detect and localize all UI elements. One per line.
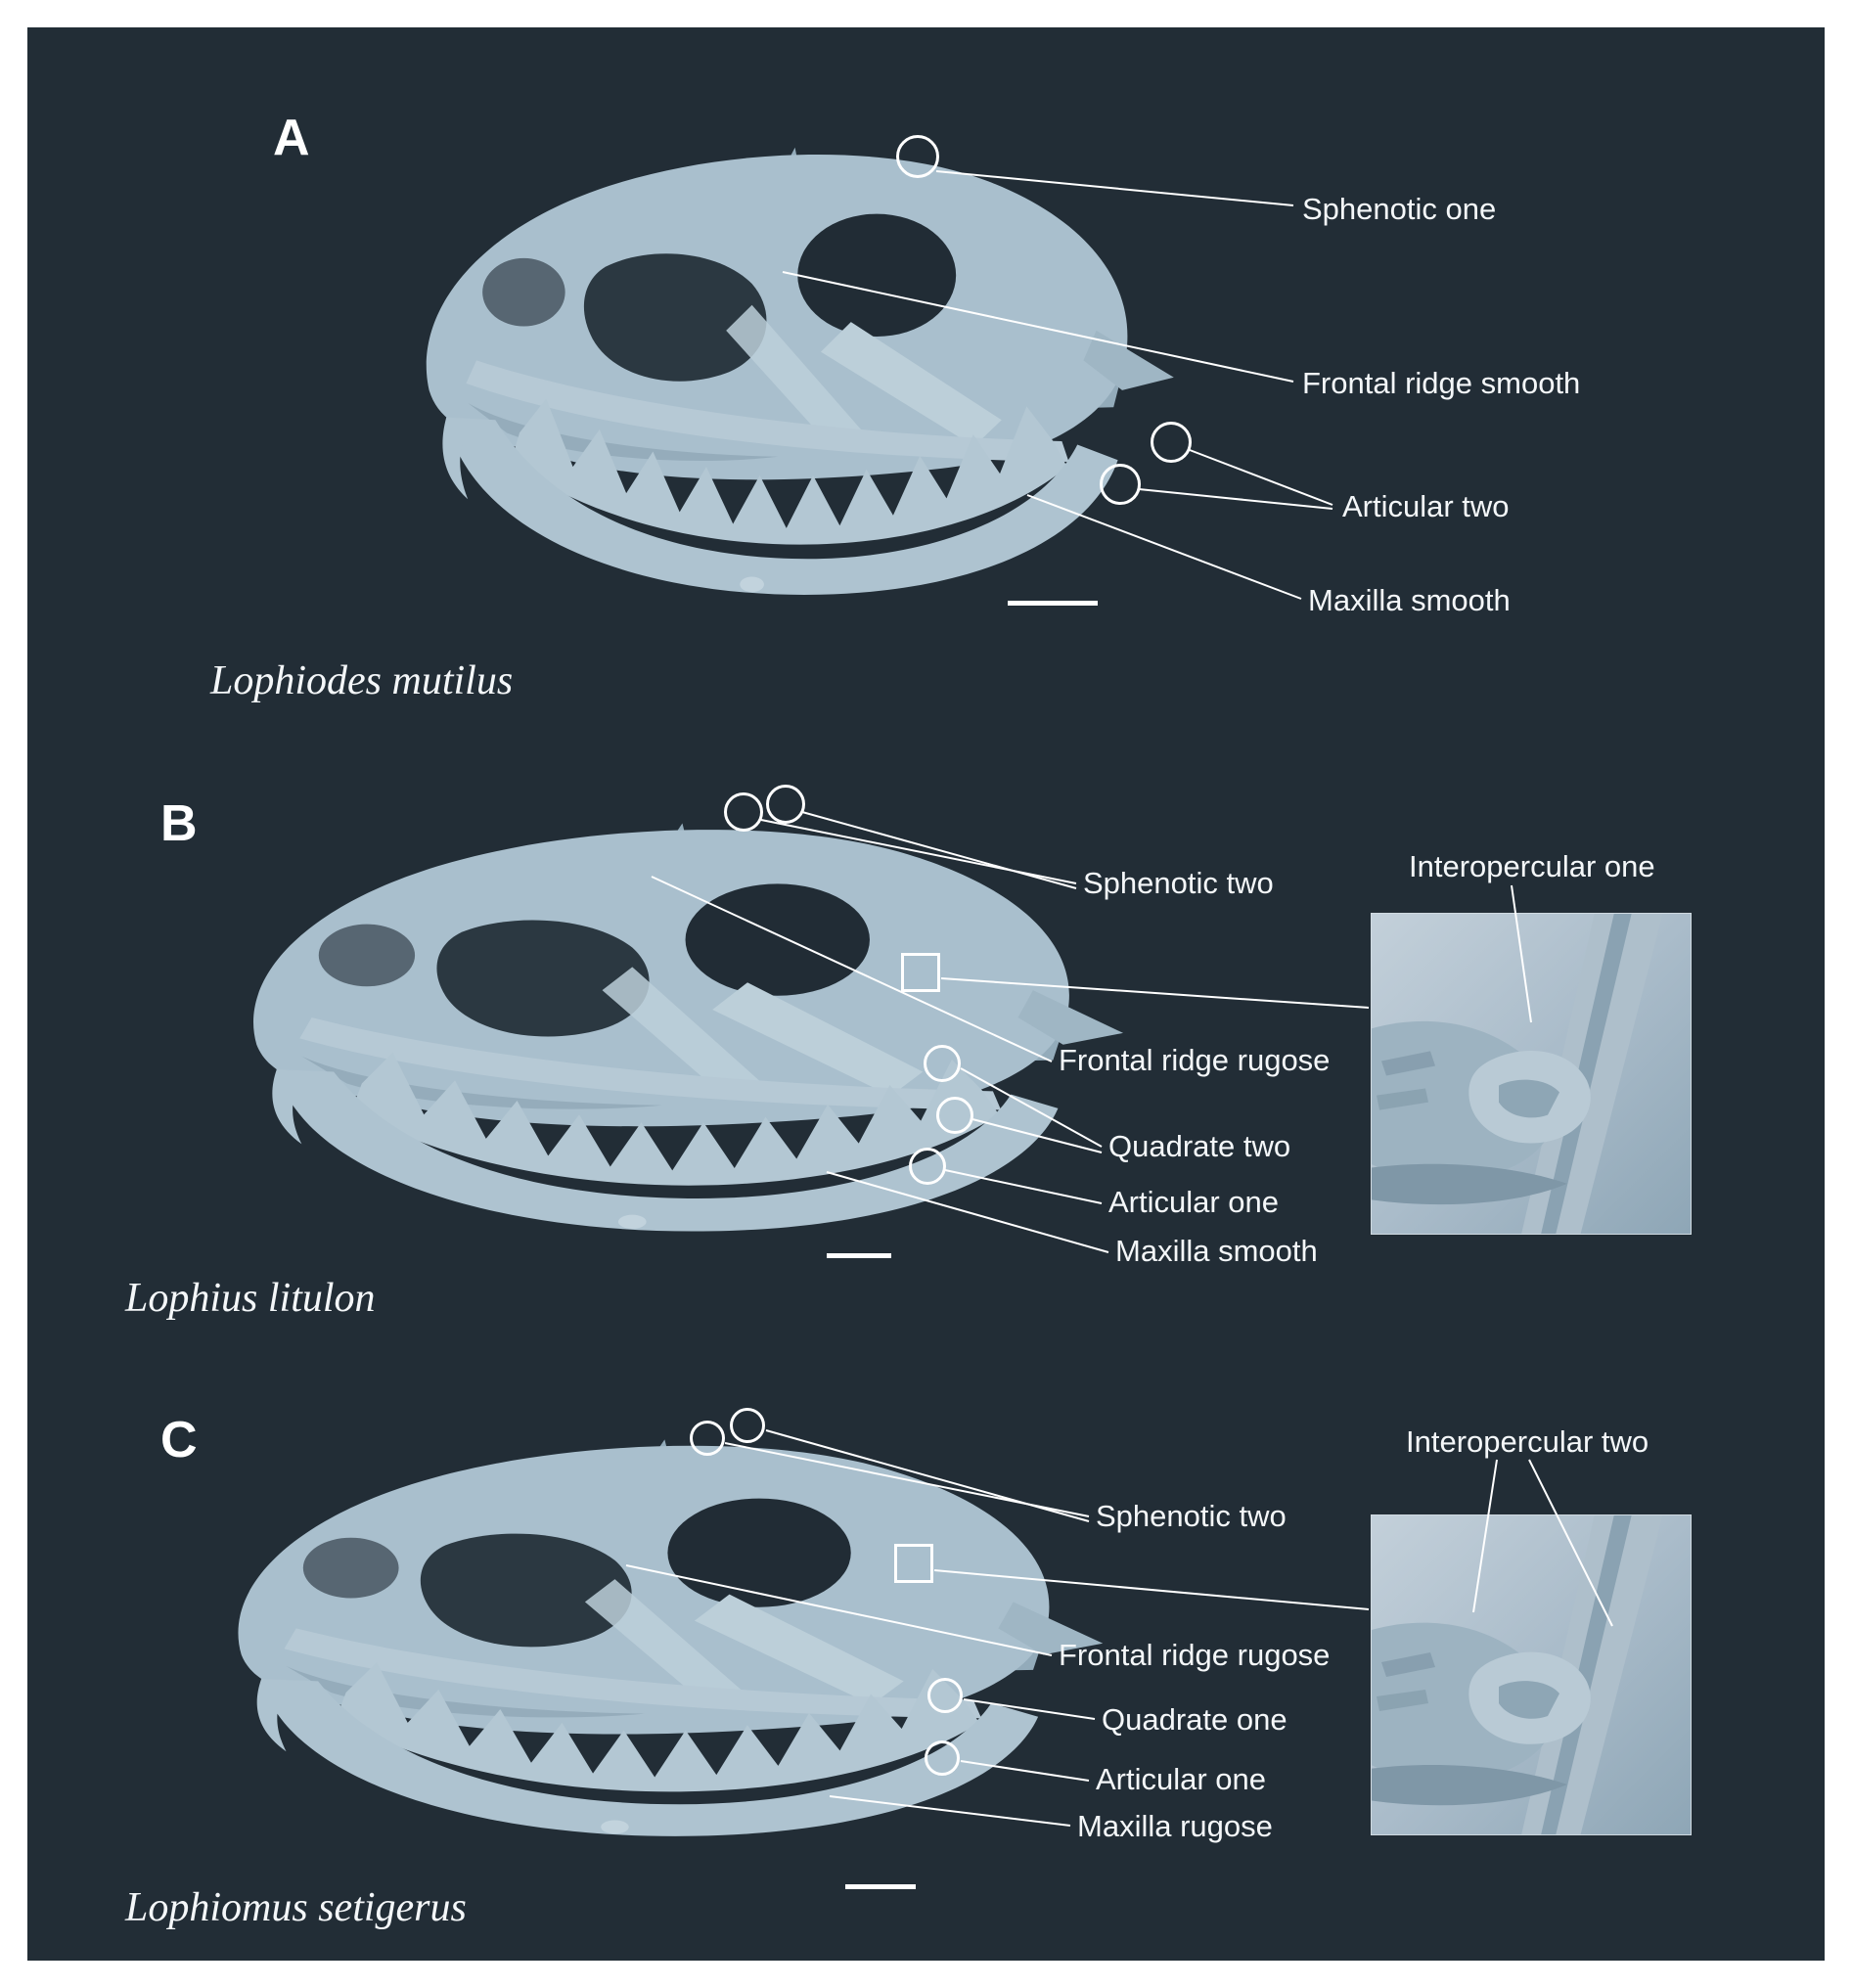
callout-circle-quadrate-b1 [924,1045,961,1082]
annotation-articular-c: Articular one [1096,1762,1267,1796]
annotation-articular-b: Articular one [1108,1185,1280,1219]
callout-circle-sphenotic-c1 [690,1421,725,1456]
skull-render-panel-a [426,147,1174,595]
callout-square-interopercular-b [901,953,940,992]
annotation-sphenotic-c: Sphenotic two [1096,1499,1287,1533]
inset-interopercular-panel-b [1371,913,1692,1235]
scale-bar-c [845,1884,916,1889]
annotation-sphenotic-a: Sphenotic one [1302,192,1497,226]
annotation-interopercular-c: Interopercular two [1406,1424,1649,1459]
panel-letter-c: C [160,1412,199,1468]
annotation-quadrate-c: Quadrate one [1102,1702,1287,1737]
callout-circle-articular-c [925,1740,960,1776]
scale-bar-b [827,1253,891,1258]
annotation-interopercular-b: Interopercular one [1409,849,1655,883]
annotation-frontal-c: Frontal ridge rugose [1059,1638,1331,1672]
species-name-a: Lophiodes mutilus [210,658,514,703]
panel-letter-a: A [273,110,311,166]
callout-circle-articular-a2 [1100,464,1141,505]
annotation-frontal-a: Frontal ridge smooth [1302,366,1581,400]
callout-circle-quadrate-c [927,1678,963,1713]
annotation-maxilla-a: Maxilla smooth [1308,583,1511,617]
annotation-sphenotic-b: Sphenotic two [1083,866,1274,900]
callout-circle-articular-b [909,1148,946,1185]
species-name-c: Lophiomus setigerus [125,1885,467,1930]
species-name-b: Lophius litulon [125,1276,376,1321]
callout-circle-sphenotic-c2 [730,1408,765,1443]
inset-interopercular-panel-c [1371,1514,1692,1835]
callout-circle-articular-a1 [1151,422,1192,463]
skull-render-panel-c [238,1439,1104,1836]
annotation-articular-a: Articular two [1342,489,1510,523]
callout-circle-quadrate-b2 [936,1097,973,1134]
panel-letter-b: B [160,795,199,852]
scale-bar-a [1008,601,1098,606]
annotation-maxilla-c: Maxilla rugose [1077,1809,1273,1843]
callout-square-interopercular-c [894,1544,933,1583]
annotation-maxilla-b: Maxilla smooth [1115,1234,1318,1268]
skull-render-panel-b [253,823,1124,1232]
annotation-quadrate-b: Quadrate two [1108,1129,1291,1163]
callout-circle-sphenotic-b1 [724,792,763,832]
callout-circle-sphenotic-b2 [766,785,805,824]
annotation-frontal-b: Frontal ridge rugose [1059,1043,1331,1077]
callout-circle-sphenotic-a [896,135,939,178]
